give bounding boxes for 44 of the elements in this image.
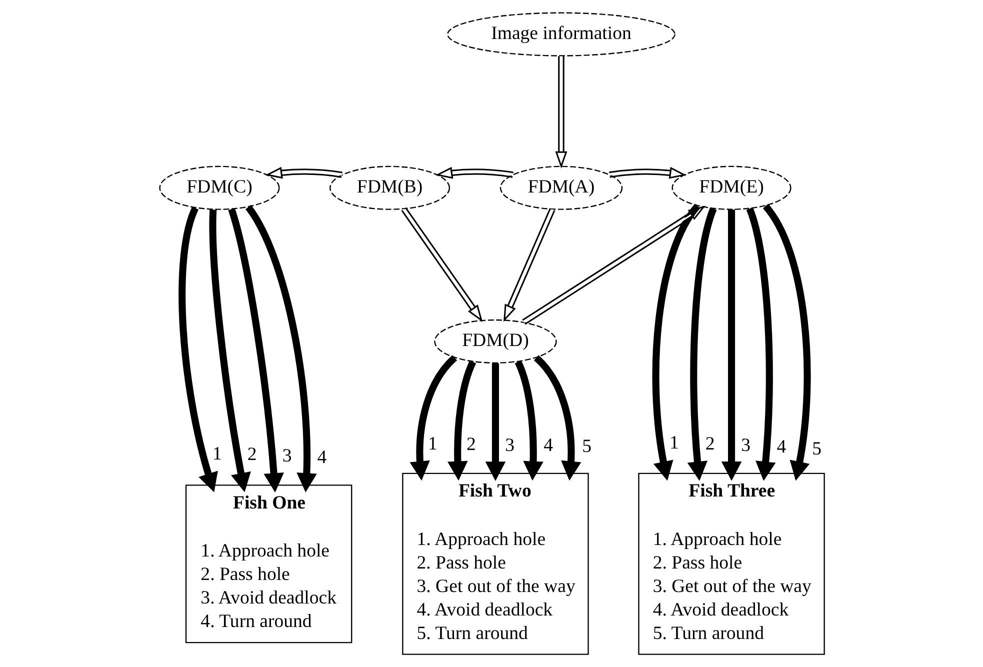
- node-ellipse: FDM(A): [499, 166, 622, 210]
- edge-label: 2: [466, 434, 476, 455]
- edge-label: 2: [704, 434, 714, 455]
- edge-label: 1: [212, 443, 222, 464]
- node-ellipse: Image information: [446, 12, 675, 56]
- edge-label: 1: [428, 433, 437, 454]
- edge-label: 4: [543, 435, 553, 456]
- arrow: [409, 355, 457, 481]
- arrow: [686, 207, 716, 481]
- arrow: [522, 206, 705, 325]
- arrow: [652, 204, 700, 481]
- edge-label: 5: [582, 436, 591, 457]
- edge-label: 4: [316, 447, 326, 468]
- edge-label: 3: [740, 434, 750, 456]
- node-box: Fish One 1. Approach hole 2. Pass hole 3. Avoid deadlock 4. Turn around: [184, 484, 352, 644]
- arrow: [264, 166, 342, 179]
- arrow: [533, 355, 581, 481]
- node-box: Fish Two 1. Approach hole 2. Pass hole 3. Get out of the way 4. Avoid deadlock 5. Turn around: [402, 472, 588, 655]
- node-ellipse: FDM(E): [671, 166, 791, 210]
- node-ellipse: FDM(B): [329, 166, 450, 210]
- arrow: [178, 206, 218, 492]
- arrow: [228, 208, 284, 492]
- arrow: [447, 360, 476, 481]
- arrow: [434, 166, 513, 179]
- arrow: [484, 363, 506, 481]
- node-box: Fish Three 1. Approach hole 2. Pass hole 3. Get out of the way 4. Avoid deadlock 5. Turn around: [638, 472, 824, 655]
- arrow: [746, 207, 776, 481]
- edge-label: 4: [776, 436, 786, 458]
- edge-label: 2: [246, 444, 256, 466]
- arrow: [208, 210, 250, 492]
- edge-label: 1: [669, 432, 678, 454]
- edge-label: 3: [282, 446, 292, 467]
- node-ellipse: FDM(D): [434, 319, 556, 364]
- edge-label: 5: [812, 438, 822, 460]
- arrow: [400, 207, 482, 322]
- node-ellipse: FDM(C): [158, 166, 280, 210]
- arrow: [608, 166, 686, 179]
- arrow: [720, 210, 742, 481]
- edge-label: 3: [504, 434, 514, 456]
- arrow: [514, 360, 543, 481]
- arrow: [554, 56, 567, 169]
- arrow: [244, 205, 316, 492]
- arrow: [762, 204, 810, 481]
- arrow: [502, 208, 555, 322]
